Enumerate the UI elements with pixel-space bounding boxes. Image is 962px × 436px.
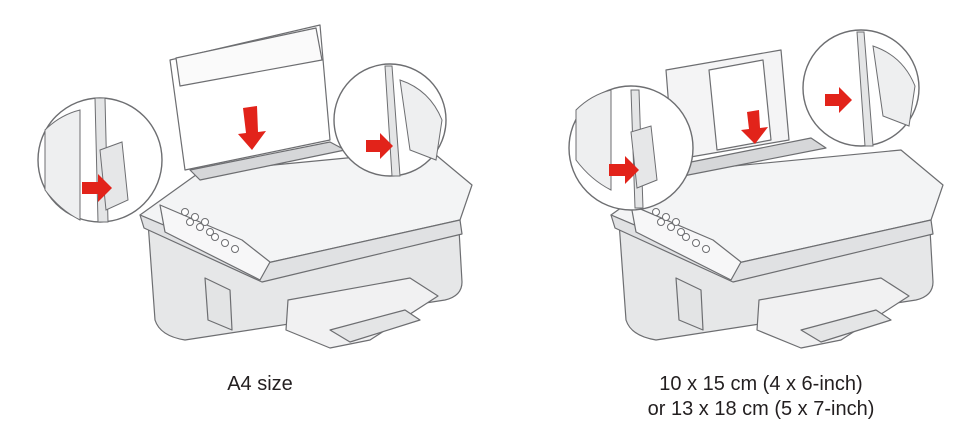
- right-arrow-icon: [366, 133, 393, 159]
- caption-line: or 13 x 18 cm (5 x 7-inch): [647, 398, 875, 420]
- figure-a4: A4 size: [37, 24, 473, 397]
- right-edge-guide-detail: [802, 29, 920, 147]
- caption-a4: A4 size: [180, 372, 340, 397]
- caption-line: 10 x 15 cm (4 x 6-inch): [659, 373, 863, 395]
- left-edge-guide-detail: [568, 85, 694, 211]
- down-arrow-icon: [238, 106, 266, 150]
- printer-a4-illustration: [37, 24, 473, 349]
- printer-small-photo-illustration: [568, 29, 944, 349]
- right-edge-guide-detail: [333, 63, 447, 177]
- figure-small-photo: 10 x 15 cm (4 x 6-inch) or 13 x 18 cm (5…: [481, 0, 962, 436]
- caption-line: A4 size: [227, 373, 293, 395]
- right-arrow-icon: [825, 87, 852, 113]
- output-tray: [285, 277, 439, 349]
- down-arrow-icon: [741, 110, 768, 144]
- right-arrow-icon: [82, 174, 112, 202]
- photo-sheet: [708, 59, 772, 151]
- control-buttons: [181, 208, 239, 253]
- right-arrow-icon: [609, 156, 639, 184]
- caption-small-photo: 10 x 15 cm (4 x 6-inch) or 13 x 18 cm (5…: [591, 372, 931, 422]
- control-buttons: [652, 208, 710, 253]
- output-tray: [756, 277, 910, 349]
- left-edge-guide-detail: [37, 97, 163, 223]
